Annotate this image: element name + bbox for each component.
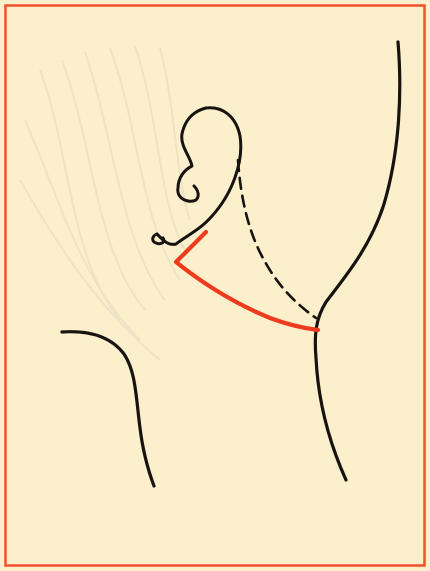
illustration-page — [0, 0, 430, 571]
paper-background — [0, 0, 430, 571]
anatomical-diagram — [0, 0, 430, 571]
